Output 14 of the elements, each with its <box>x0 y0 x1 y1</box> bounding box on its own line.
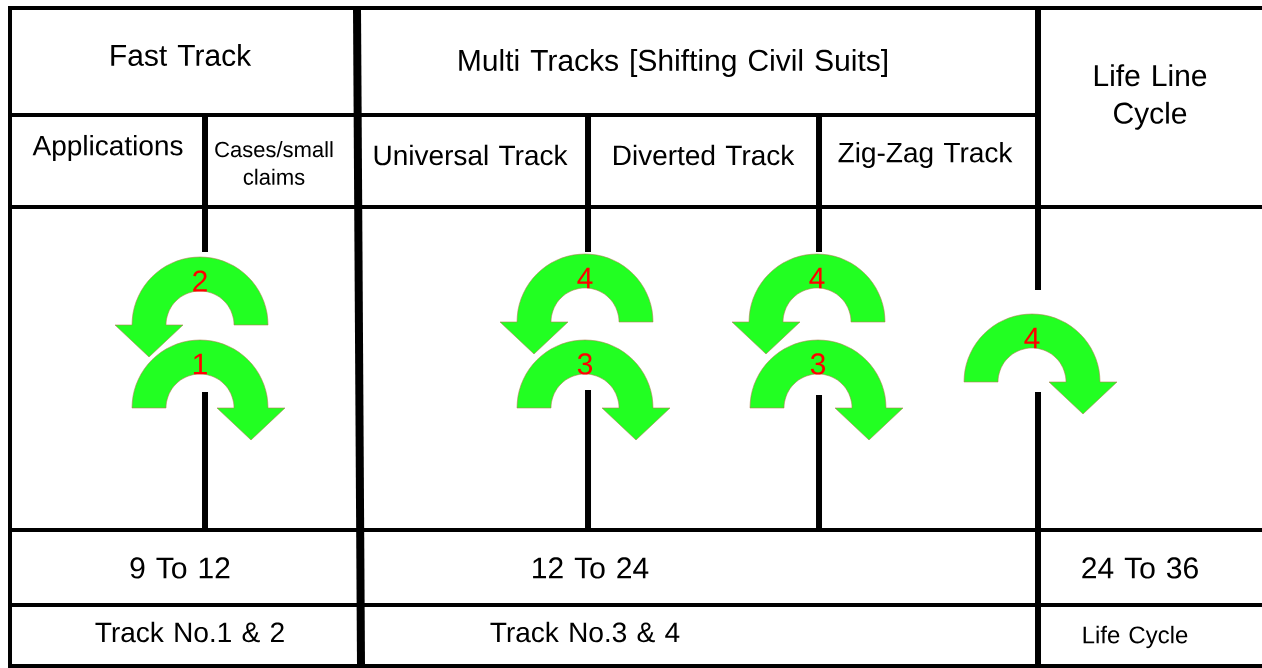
header-text: Zig-Zag Track <box>838 141 1013 169</box>
header-text: Cases/small claims <box>215 141 333 185</box>
header-text: Universal Track <box>374 144 568 166</box>
header-text: Applications <box>32 134 183 162</box>
cell-text: Track No.1 & 2 <box>95 621 284 643</box>
cell-text: 9 To 12 <box>130 557 230 579</box>
cell-text: Track No.3 & 4 <box>490 621 680 643</box>
header-text: Diverted Track <box>614 144 795 166</box>
cell-text: 12 To 24 <box>533 557 649 579</box>
header-text: Life Line Cycle <box>1094 64 1207 130</box>
header-text: Multi Tracks [Shifting Civil Suits] <box>459 49 887 77</box>
header-text: Fast Track <box>111 44 252 66</box>
cell-text: Life Cycle <box>1083 625 1188 649</box>
cell-text: 24 To 36 <box>1082 557 1198 579</box>
